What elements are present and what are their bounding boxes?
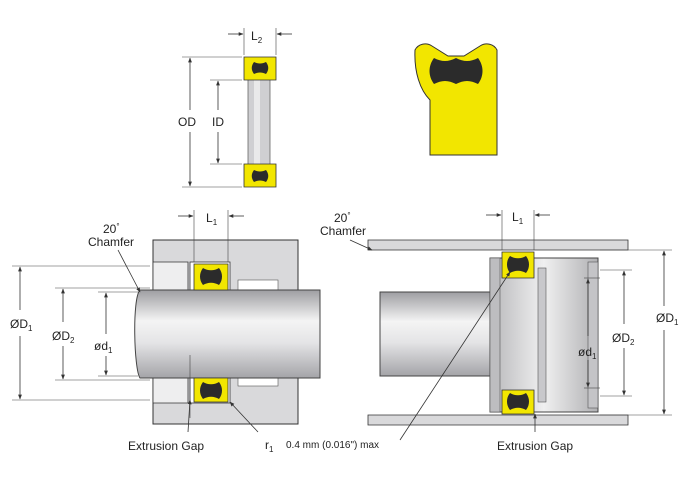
rod-chamfer-label: Chamfer [88,235,134,249]
seal-profile-xring [429,58,483,84]
piston-extrusion-label: Extrusion Gap [497,439,573,453]
rod-r1-note: 0.4 mm (0.016") max [286,440,379,451]
piston-chamfer-label: Chamfer [320,224,366,238]
seal-side-view: L2 OD ID [178,28,292,188]
piston-rib-1 [537,267,547,403]
piston-bore-wall-top [367,239,629,251]
rod-seal-bottom-xring [200,382,222,399]
rod-chamfer-leader [117,249,141,293]
seal-ring-highlight [254,78,260,166]
rod-shaft [134,289,321,379]
piston-flange-right [587,261,599,409]
piston-seal-top-xring [507,256,529,273]
piston-r1-leader [399,271,511,441]
rod-extrusion-label: Extrusion Gap [128,439,204,453]
seal-top-xring [251,62,269,74]
piston-flange-left [489,257,501,413]
id-label: ID [212,115,224,129]
rod-r1-label: r1 [265,438,274,454]
rod-relief-top [237,279,279,291]
rod-seal-top-xring [200,268,222,285]
seal-profile-view [414,43,498,156]
piston-bore-wall-bottom [367,414,629,426]
rod-seal-installation: L1 20° Chamfer ØD1 ØD2 ød1 Extrusion Gap… [10,210,379,454]
piston-chamfer-leader [349,239,373,251]
l2-label: L2 [251,29,263,45]
rod-l1-label: L1 [206,211,218,227]
piston-d1-label: ØD1 [656,311,679,327]
piston-angle-label: 20° [334,211,351,225]
rod-extrusion-leader [187,399,192,433]
piston-seal-bottom-xring [507,393,529,410]
rod-small-d1-label: ød1 [94,339,113,355]
od-label: OD [178,115,196,129]
seal-bottom-xring [251,170,269,182]
piston-d2-label: ØD2 [612,331,635,347]
rod-d2-label: ØD2 [52,329,75,345]
piston-seal-installation: L1 20° Chamfer ØD1 ØD2 ød1 Extrusion Gap [320,210,679,453]
rod-r1-leader [229,401,259,433]
piston-small-d1-label: ød1 [578,345,597,361]
piston-l1-label: L1 [512,210,524,226]
rod-angle-label: 20° [103,222,120,236]
rod-d1-label: ØD1 [10,317,33,333]
